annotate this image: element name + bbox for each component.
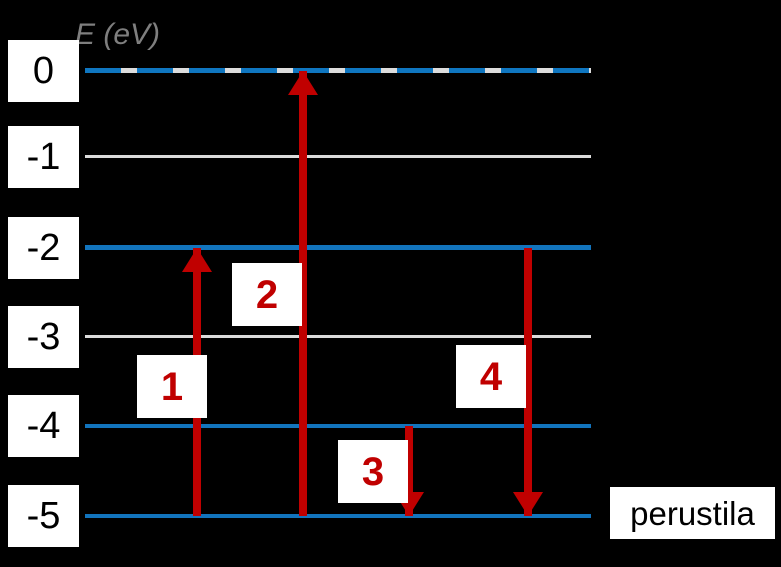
energy-value-chip-0: 0 — [8, 40, 79, 102]
energy-axis-caption: E (eV) — [75, 18, 161, 51]
energy-level-line-neg3 — [85, 335, 591, 338]
energy-value-chip-neg4: -4 — [8, 395, 79, 457]
transition-arrow-shaft-4 — [524, 248, 532, 516]
energy-value-chip-neg2: -2 — [8, 217, 79, 279]
transition-arrow-head-2 — [288, 71, 318, 95]
energy-value-chip-neg1: -1 — [8, 126, 79, 188]
transition-label-4: 4 — [456, 345, 526, 408]
transition-arrow-shaft-2 — [299, 71, 307, 516]
ground-state-label: perustila — [610, 487, 775, 539]
transition-arrow-shaft-3 — [405, 426, 413, 516]
energy-level-line-neg1 — [85, 155, 591, 158]
energy-level-line-neg2 — [85, 245, 591, 250]
energy-level-line-neg5 — [85, 514, 591, 518]
transition-label-1: 1 — [137, 355, 207, 418]
energy-level-line-0 — [85, 68, 591, 73]
transition-label-2: 2 — [232, 263, 302, 326]
energy-value-chip-neg5: -5 — [8, 485, 79, 547]
energy-level-line-neg4 — [85, 424, 591, 428]
energy-value-chip-neg3: -3 — [8, 306, 79, 368]
transition-label-3: 3 — [338, 440, 408, 503]
transition-arrow-head-1 — [182, 248, 212, 272]
transition-arrow-head-4 — [513, 492, 543, 516]
